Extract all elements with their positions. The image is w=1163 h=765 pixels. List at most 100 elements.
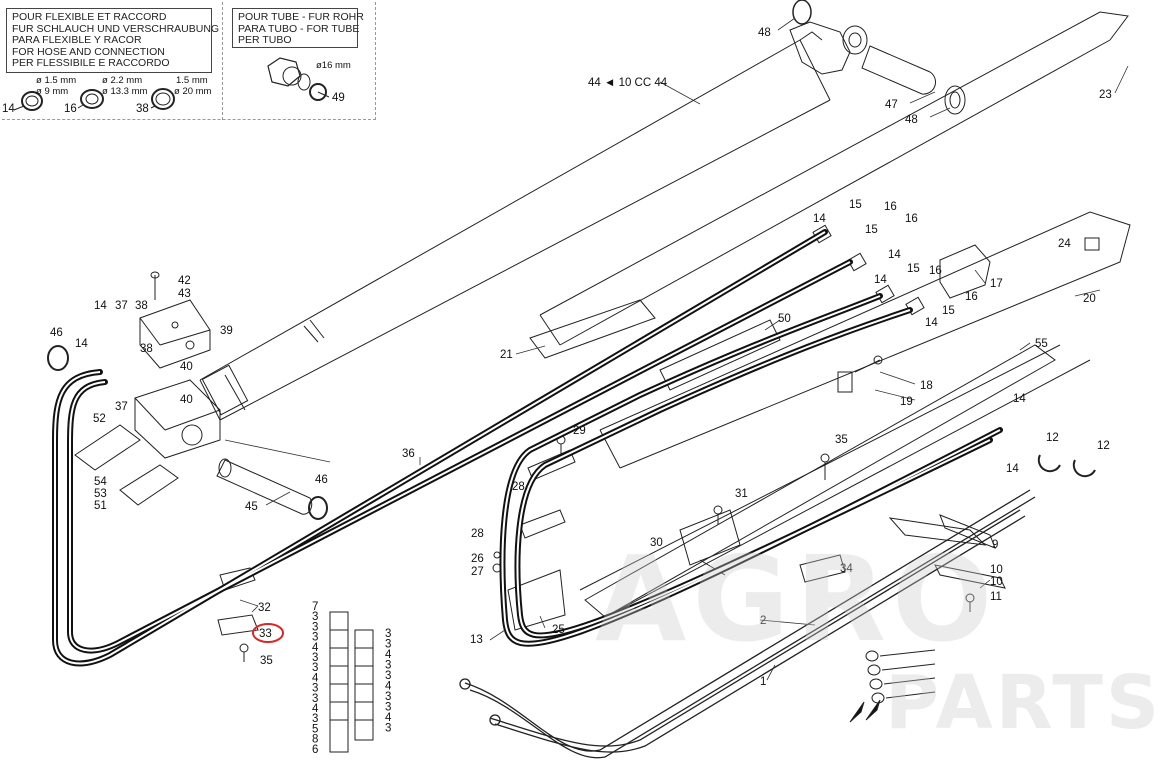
seal-38-outer: ø 20 mm [174, 86, 212, 97]
callout-28: 28 [471, 528, 484, 540]
callout-40: 40 [180, 361, 193, 373]
stack-label: 3 [312, 713, 318, 725]
seal-specs: 14 ø 1.5 mm ø 9 mm 16 ø 2.2 mm ø 13.3 mm… [2, 60, 351, 115]
note-44: 44 ◄ 10 CC 44 [588, 77, 668, 89]
stack-label: 4 [312, 642, 319, 654]
seal-16-inner: ø 2.2 mm [102, 75, 142, 86]
callout-33: 33 [259, 628, 272, 640]
callout-29: 29 [573, 425, 586, 437]
stack-label: 4 [312, 703, 319, 715]
callout-1: 1 [760, 676, 766, 688]
callout-14: 14 [94, 300, 107, 312]
highlight-circle [252, 623, 284, 643]
callout-51: 51 [94, 500, 107, 512]
stack-label: 3 [312, 621, 318, 633]
plate-21 [529, 299, 656, 359]
stack-label: 3 [385, 702, 391, 714]
watermark-agro: AGRO [595, 530, 999, 668]
callout-14: 14 [888, 249, 901, 261]
callout-28: 28 [512, 481, 525, 493]
callout-15: 15 [942, 305, 955, 317]
callout-16: 16 [905, 213, 918, 225]
callout-25: 25 [552, 624, 565, 636]
seal-14-outer: ø 9 mm [36, 86, 68, 97]
callout-17: 17 [990, 278, 1003, 290]
callout-50: 50 [778, 313, 791, 325]
boom-arm [199, 21, 868, 421]
callout-38: 38 [135, 300, 148, 312]
callout-55: 55 [1035, 338, 1048, 350]
callout-42: 42 [178, 275, 191, 287]
callout-35: 35 [835, 434, 848, 446]
callout-40: 40 [180, 394, 193, 406]
tubes-1-2 [459, 489, 1036, 759]
bracket-25 [507, 569, 566, 631]
legend-hose-box: POUR FLEXIBLE ET RACCORD FUR SCHLAUCH UN… [6, 8, 220, 73]
legend-hose-line: FUR SCHLAUCH UND VERSCHRAUBUNG [12, 22, 220, 35]
callout-39: 39 [220, 325, 233, 337]
stack-label: 3 [312, 693, 318, 705]
callout-2: 2 [760, 615, 766, 627]
legend-tube-line: POUR TUBE - FUR ROHR [238, 11, 364, 23]
stack-label: 5 [312, 723, 318, 735]
callout-14: 14 [1006, 463, 1019, 475]
clamp-34 [799, 554, 846, 583]
legend-frame [2, 2, 376, 120]
callout-12: 12 [1046, 432, 1059, 444]
seal-14-inner: ø 1.5 mm [36, 75, 76, 86]
callout-14: 14 [874, 274, 887, 286]
seal-14-icon [13, 91, 43, 111]
callout-15: 15 [907, 263, 920, 275]
callout-20: 20 [1083, 293, 1096, 305]
stack-label: 4 [385, 712, 392, 724]
callout-27: 27 [471, 566, 484, 578]
callout-14: 14 [813, 213, 826, 225]
callout-35: 35 [260, 655, 273, 667]
legend-hose-line: PARA FLEXIBLE Y RACOR [12, 34, 142, 46]
legend-tube-box: POUR TUBE - FUR ROHR PARA TUBO - FOR TUB… [232, 8, 364, 48]
plate-55 [584, 344, 1056, 618]
leader-lines [224, 17, 1129, 681]
callout-15: 15 [849, 199, 862, 211]
stack-label: 4 [312, 672, 319, 684]
clamp-9 [888, 514, 1006, 589]
legend-tube-line: PER TUBO [238, 34, 292, 46]
stack-label: 3 [385, 639, 391, 651]
callout-34: 34 [840, 563, 853, 575]
stack-label: 3 [385, 691, 391, 703]
bracket-52 [74, 424, 179, 506]
arrow-icon [849, 699, 881, 723]
hose-highlights [54, 231, 1001, 665]
stack-label: 3 [385, 670, 391, 682]
callout-45: 45 [245, 501, 258, 513]
stack-label: 3 [385, 628, 391, 640]
callout-14: 14 [1013, 393, 1026, 405]
seal-16-outer: ø 13.3 mm [102, 86, 147, 97]
callout-38: 38 [136, 103, 149, 115]
callout-24: 24 [1058, 238, 1071, 250]
stack-label: 7 [312, 601, 318, 613]
callout-10: 10 [990, 564, 1003, 576]
callout-46: 46 [315, 474, 328, 486]
callout-16: 16 [965, 291, 978, 303]
callout-23: 23 [1099, 89, 1112, 101]
callout-13: 13 [470, 634, 483, 646]
legend-separator [222, 2, 223, 120]
callout-46: 46 [50, 327, 63, 339]
callout-37: 37 [115, 401, 128, 413]
seal-16-icon [77, 89, 104, 109]
seal-38-icon [150, 88, 175, 110]
callout-10: 10 [990, 576, 1003, 588]
boom-lower [579, 211, 1131, 621]
seal-49-dia: ø16 mm [316, 60, 351, 71]
callout-12: 12 [1097, 440, 1110, 452]
bolts [239, 435, 975, 662]
stack-label: 3 [385, 723, 391, 735]
legend-tube-line: PARA TUBO - FOR TUBE [238, 22, 360, 35]
callout-15: 15 [865, 224, 878, 236]
legend-hose-line: POUR FLEXIBLE ET RACCORD [12, 11, 167, 23]
